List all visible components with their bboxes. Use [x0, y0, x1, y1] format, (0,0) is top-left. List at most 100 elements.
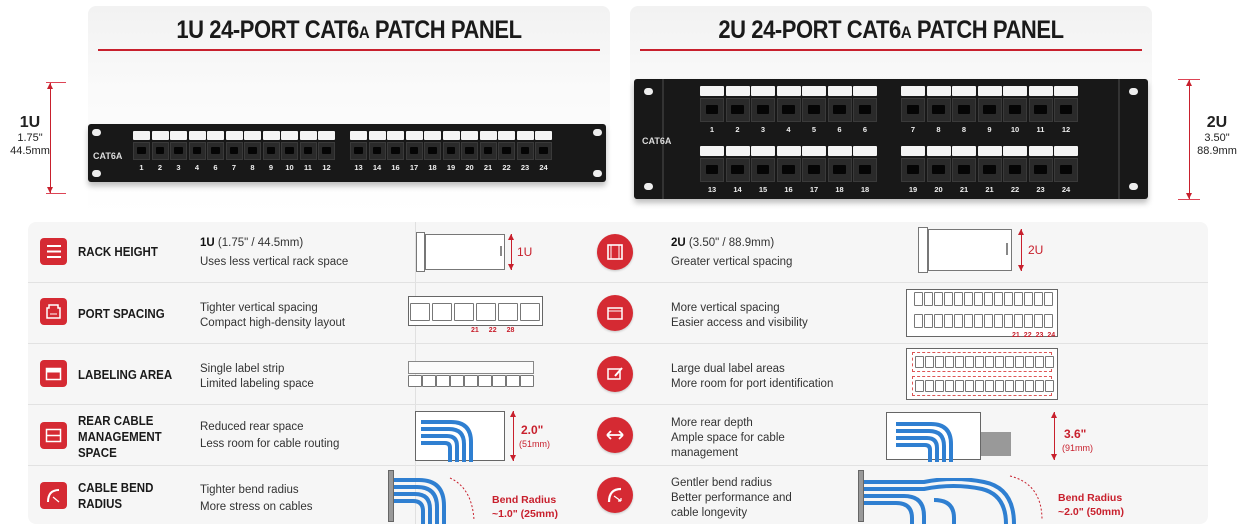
- diagram-port: [1044, 314, 1053, 328]
- diagram-port: [924, 292, 933, 306]
- port-number: 20: [934, 185, 943, 194]
- bend-radius-1u-diagram: Bend Radius ~1.0" (25mm): [388, 470, 568, 524]
- rj45-jack: [405, 142, 423, 160]
- rj45-jack: [225, 142, 243, 160]
- rear-space-1u-desc: Reduced rear space Less room for cable r…: [200, 421, 340, 450]
- port: 4: [188, 131, 206, 172]
- port-number: 11: [1036, 125, 1045, 134]
- diagram-port: [450, 375, 464, 387]
- rj45-jack: [479, 142, 497, 160]
- port-number: 2: [157, 163, 163, 172]
- diagram-port: [994, 314, 1003, 328]
- rack-lines-icon: [40, 238, 67, 265]
- diagram-port-number: 23: [1035, 332, 1044, 339]
- port: 24: [1054, 146, 1078, 194]
- port-label-strip: [535, 131, 552, 140]
- diagram-port: [975, 356, 984, 368]
- bend-radius-2u-desc: Gentler bend radius Better performance a…: [671, 477, 792, 519]
- rear-space-1u-diagram: 2.0" (51mm): [415, 408, 575, 464]
- port-number: 20: [465, 163, 474, 172]
- diagram-port: [945, 356, 954, 368]
- rj45-jack: [1003, 98, 1027, 122]
- port-label-strip: [424, 131, 441, 140]
- port: 5: [802, 86, 826, 134]
- port-label-strip: [1054, 86, 1078, 96]
- port: 18: [827, 146, 852, 194]
- port-number: 9: [268, 163, 274, 172]
- diagram-port: [422, 375, 436, 387]
- port: 6: [207, 131, 224, 172]
- port-number: 4: [786, 125, 791, 134]
- diagram-port: [520, 375, 534, 387]
- port: 19: [442, 131, 460, 172]
- diagram-port: [492, 375, 506, 387]
- row-rack-height: RACK HEIGHT 1U (1.75" / 44.5mm) Uses les…: [28, 222, 1208, 283]
- port: 8: [244, 131, 261, 172]
- port-label-strip: [405, 131, 423, 140]
- port-number: 12: [322, 163, 331, 172]
- rj45-jack: [170, 142, 187, 160]
- port: 13: [350, 131, 367, 172]
- diagram-port: [954, 292, 963, 306]
- diagram-port: [975, 380, 984, 392]
- port: 23: [516, 131, 534, 172]
- diagram-port: [1025, 356, 1034, 368]
- mount-hole: [593, 170, 602, 177]
- diagram-port: [1045, 356, 1054, 368]
- port-spacing-1u-desc: Tighter vertical spacing Compact high-de…: [200, 302, 346, 329]
- row-rear-cable-management: REAR CABLE MANAGEMENT SPACE Reduced rear…: [28, 405, 1208, 466]
- port-number: 1: [139, 163, 144, 172]
- port: 22: [498, 131, 515, 172]
- panel-2u-title: 2U 24-PORT CAT6A PATCH PANEL: [718, 16, 1064, 44]
- port: 12: [1054, 86, 1078, 134]
- port: 17: [405, 131, 423, 172]
- port-label-strip: [952, 146, 976, 156]
- port-number: 9: [987, 125, 992, 134]
- diagram-port: [955, 356, 964, 368]
- port-label-strip: [318, 131, 335, 140]
- labeling-1u-desc: Single label strip Limited labeling spac…: [200, 363, 314, 390]
- port-label-strip: [776, 86, 801, 96]
- rj45-jack: [461, 142, 478, 160]
- port: 23: [1028, 146, 1053, 194]
- mount-hole: [1129, 88, 1138, 95]
- rj45-jack: [776, 98, 801, 122]
- diagram-port: [1044, 292, 1053, 306]
- port: 7: [225, 131, 243, 172]
- port: 16: [776, 146, 801, 194]
- port-number: 19: [908, 185, 918, 194]
- rj45-jack: [188, 142, 206, 160]
- rj45-jack: [299, 142, 317, 160]
- rj45-jack: [802, 158, 826, 182]
- diagram-port: [974, 292, 983, 306]
- dim-tick: [46, 82, 66, 83]
- diagram-port: [914, 314, 923, 328]
- diagram-port: [1015, 380, 1024, 392]
- rj45-jack: [498, 142, 515, 160]
- port: 10: [281, 131, 298, 172]
- comparison-table: RACK HEIGHT 1U (1.75" / 44.5mm) Uses les…: [28, 222, 1208, 524]
- port-number: 8: [961, 125, 967, 134]
- port-label-strip: [776, 146, 801, 156]
- port: 1: [700, 86, 724, 134]
- rj45-jack: [387, 142, 404, 160]
- rj45-jack: [776, 158, 801, 182]
- port: 12: [318, 131, 335, 172]
- port-label-strip: [1028, 146, 1053, 156]
- bend-arc-icon: [40, 482, 67, 509]
- port-label-strip: [1054, 146, 1078, 156]
- diagram-port: [935, 356, 944, 368]
- rj45-jack: [901, 98, 925, 122]
- port-number: 21: [959, 185, 969, 194]
- port-number: 13: [707, 185, 717, 194]
- diagram-port: [995, 380, 1004, 392]
- diagram-port: [915, 380, 924, 392]
- rj45-jack: [1003, 158, 1027, 182]
- diagram-port: [498, 303, 518, 321]
- mount-hole: [644, 88, 653, 95]
- port-number: 18: [428, 163, 437, 172]
- port: 4: [776, 86, 801, 134]
